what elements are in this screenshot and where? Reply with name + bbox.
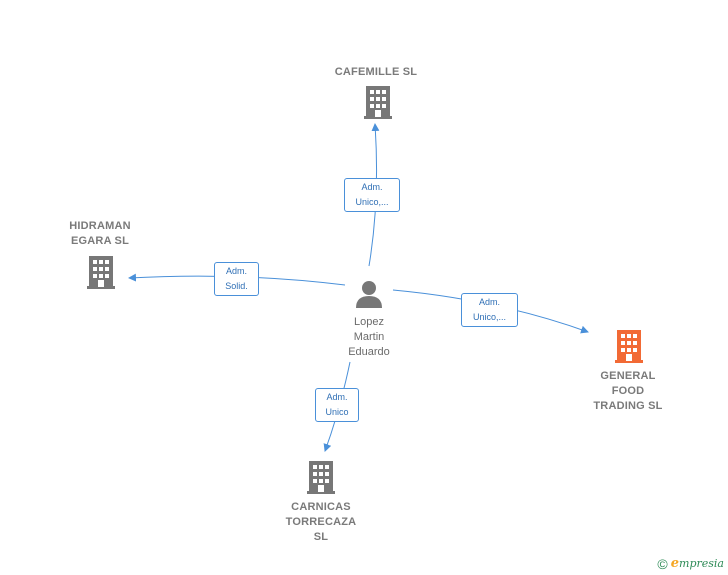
company-label-hidraman[interactable]: HIDRAMAN EGARA SL <box>69 220 131 247</box>
brand-logo[interactable]: empresia <box>670 555 724 571</box>
company-label-general-food[interactable]: GENERAL FOOD TRADING SL <box>593 370 663 412</box>
company-label-carnicas[interactable]: CARNICAS TORRECAZA SL <box>285 501 357 543</box>
person-icon <box>356 281 382 308</box>
brand-rest: mpresia <box>679 556 724 570</box>
carnicas-building-icon <box>307 461 335 494</box>
cafemille-building-icon <box>364 86 392 119</box>
edge-label-hidraman: Adm. Solid. <box>214 262 259 296</box>
edge-label-carnicas: Adm. Unico <box>315 388 359 422</box>
brand-e: e <box>670 555 680 571</box>
edge-label-cafemille: Adm. Unico,... <box>344 178 400 212</box>
footer-brand: © empresia <box>657 556 724 572</box>
person-label[interactable]: Lopez Martin Eduardo <box>348 316 390 358</box>
edge-label-general-food: Adm. Unico,... <box>461 293 518 327</box>
company-label-cafemille[interactable]: CAFEMILLE SL <box>334 66 418 78</box>
hidraman-building-icon <box>87 256 115 289</box>
general-food-building-icon <box>615 330 643 363</box>
copyright-symbol: © <box>657 556 668 572</box>
